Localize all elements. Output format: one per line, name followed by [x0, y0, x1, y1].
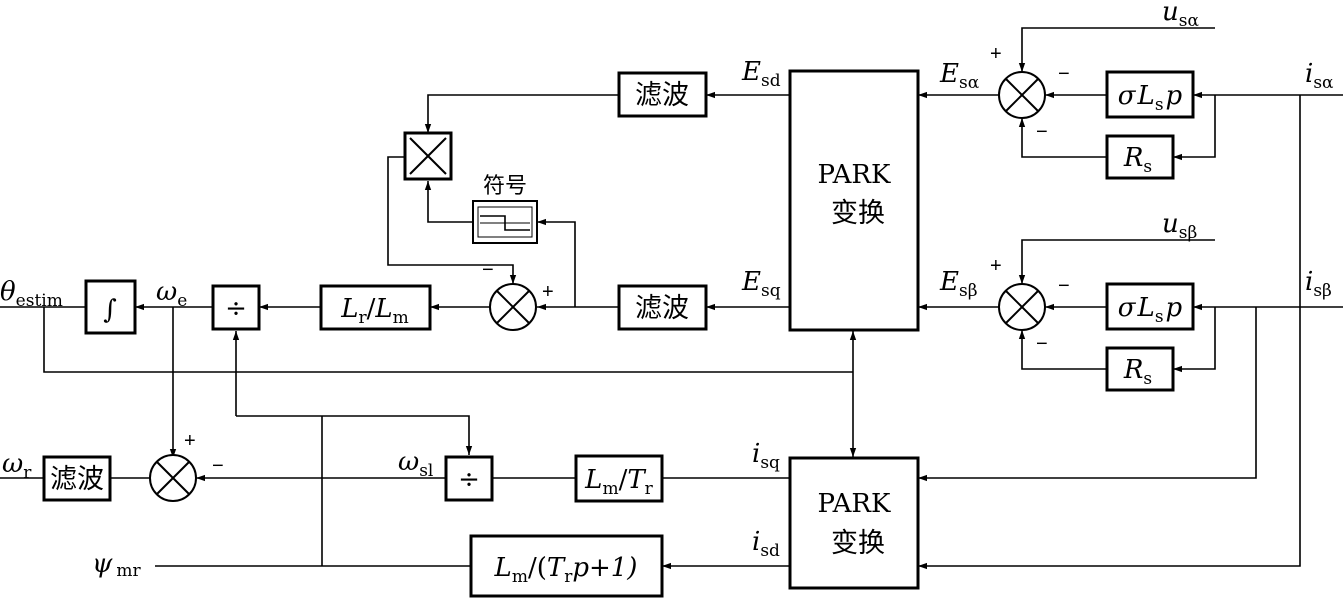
label-theta-estim: θestim: [0, 277, 63, 311]
svg-text:÷: ÷: [225, 294, 247, 324]
filter-block-omega-r: 滤波: [42, 455, 112, 502]
sum-signs: + − − + − − − + + −: [184, 43, 1070, 477]
svg-text:Lm/(Trp+1): Lm/(Trp+1): [494, 553, 638, 587]
sum-junction-alpha: [998, 71, 1046, 119]
svg-text:变换: 变换: [831, 198, 885, 229]
svg-text:变换: 变换: [831, 528, 885, 559]
label-u-sbeta: usβ: [1162, 209, 1197, 243]
lm-over-trp-plus-1-block: Lm/(Trp+1): [469, 534, 664, 598]
svg-text:符号: 符号: [483, 174, 527, 199]
svg-text:∫: ∫: [103, 295, 117, 325]
label-omega-r: ωr: [2, 449, 32, 483]
svg-text:+: +: [990, 43, 1002, 65]
divide-block-omega-e: ÷: [211, 284, 261, 331]
svg-text:PARK: PARK: [818, 489, 891, 519]
svg-text:滤波: 滤波: [50, 464, 104, 495]
sign-function-block: 符号: [472, 174, 538, 244]
label-esd: Esd: [741, 57, 781, 91]
svg-text:σLsp: σLsp: [1118, 81, 1183, 115]
label-esq: Esq: [741, 267, 781, 301]
label-omega-sl: ωsl: [398, 447, 433, 481]
lr-over-lm-block: Lr/Lm: [319, 284, 432, 331]
svg-text:−: −: [482, 259, 494, 281]
wires: [0, 27, 1343, 570]
svg-text:Rs: Rs: [1123, 143, 1152, 177]
sum-junction-speed: [149, 454, 197, 502]
label-isq: isq: [752, 439, 780, 473]
label-e-salpha: Esα: [939, 59, 980, 93]
svg-text:滤波: 滤波: [635, 80, 689, 111]
label-i-salpha: isα: [1305, 59, 1334, 93]
svg-text:−: −: [1058, 275, 1070, 297]
svg-text:σLsp: σLsp: [1118, 293, 1183, 327]
svg-text:÷: ÷: [458, 465, 480, 495]
signal-labels: usα isα Esα Esd usβ isβ Esβ Esq θestim ω…: [0, 0, 1334, 581]
rs-block-alpha: Rs: [1105, 134, 1175, 180]
svg-text:−: −: [1036, 121, 1048, 143]
svg-text:滤波: 滤波: [635, 293, 689, 324]
svg-text:−: −: [1058, 63, 1070, 85]
lm-over-tr-block: Lm/Tr: [574, 454, 664, 503]
svg-text:+: +: [990, 255, 1002, 277]
label-e-sbeta: Esβ: [939, 267, 978, 301]
svg-text:PARK: PARK: [818, 160, 891, 190]
rs-block-beta: Rs: [1105, 346, 1175, 392]
svg-text:−: −: [1036, 333, 1048, 355]
sigma-ls-p-block-beta: σLsp: [1105, 282, 1195, 331]
label-omega-e: ωe: [156, 277, 187, 311]
integrator-block: ∫: [84, 279, 137, 335]
label-u-salpha: usα: [1162, 0, 1199, 31]
park-transform-bottom: PARK 变换: [788, 456, 920, 590]
filter-block-esd: 滤波: [617, 71, 708, 118]
label-i-sbeta: isβ: [1305, 267, 1332, 301]
label-isd: isd: [752, 527, 780, 561]
park-transform-top: PARK 变换: [788, 69, 920, 332]
svg-text:Lr/Lm: Lr/Lm: [340, 294, 409, 328]
svg-text:+: +: [184, 430, 196, 452]
svg-text:+: +: [542, 281, 554, 303]
svg-text:Lm/Tr: Lm/Tr: [584, 465, 654, 499]
multiplier-block: [403, 131, 453, 181]
sigma-ls-p-block-alpha: σLsp: [1105, 70, 1195, 119]
sum-junction-beta: [998, 283, 1046, 331]
filter-block-esq: 滤波: [617, 284, 708, 331]
svg-text:−: −: [212, 455, 224, 477]
svg-text:Rs: Rs: [1123, 355, 1152, 389]
divide-block-omega-sl: ÷: [444, 455, 494, 502]
sum-junction-esq: [489, 283, 537, 331]
